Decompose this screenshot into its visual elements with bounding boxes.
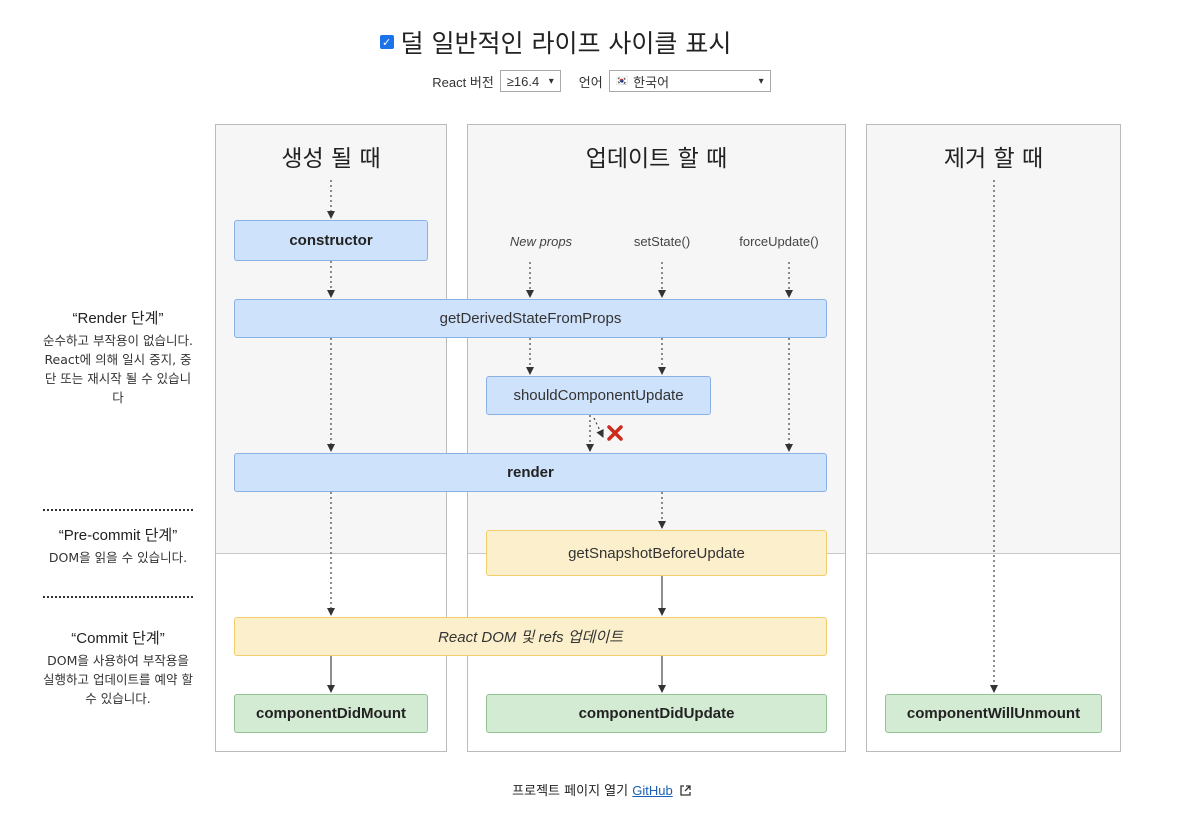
react-version-label: React 버전 xyxy=(432,74,494,90)
header-title-row: ✓ 덜 일반적인 라이프 사이클 표시 xyxy=(0,24,1203,60)
github-link[interactable]: GitHub xyxy=(632,783,673,798)
unmount-phase-divider xyxy=(867,553,1120,554)
controls-row: React 버전 ≥16.4 ▾ 언어 🇰🇷 한국어 ▾ xyxy=(0,70,1203,92)
language-select[interactable]: 🇰🇷 한국어 ▾ xyxy=(608,70,771,92)
update-column-title: 업데이트 할 때 xyxy=(585,146,728,172)
get-snapshot-box: getSnapshotBeforeUpdate xyxy=(486,530,827,576)
show-less-common-checkbox[interactable]: ✓ xyxy=(379,35,394,49)
chevron-down-icon: ▾ xyxy=(758,75,764,87)
react-dom-update-box: React DOM 및 refs 업데이트 xyxy=(234,617,827,656)
component-did-mount-box: componentDidMount xyxy=(234,694,428,733)
set-state-trigger: setState() xyxy=(633,233,691,249)
footer-text: 프로젝트 페이지 열기 xyxy=(512,784,629,799)
chevron-down-icon: ▾ xyxy=(548,75,554,87)
react-version-value: ≥16.4 xyxy=(506,73,540,89)
unmount-column: 제거 할 때 xyxy=(866,124,1121,752)
checkbox-label: 덜 일반적인 라이프 사이클 표시 xyxy=(400,29,732,58)
unmount-column-title: 제거 할 때 xyxy=(943,146,1044,172)
constructor-box: constructor xyxy=(234,220,428,261)
commit-phase-heading: “Commit 단계” xyxy=(71,630,165,647)
component-will-unmount-box: componentWillUnmount xyxy=(885,694,1102,733)
precommit-phase-heading: “Pre-commit 단계” xyxy=(58,527,178,544)
react-version-select[interactable]: ≥16.4 ▾ xyxy=(499,70,561,92)
force-update-trigger: forceUpdate() xyxy=(739,233,819,249)
arrow-scu-cancel xyxy=(593,417,604,438)
language-value: 한국어 xyxy=(633,74,670,90)
new-props-trigger: New props xyxy=(509,233,573,249)
korean-flag-icon: 🇰🇷 xyxy=(615,75,629,87)
mount-column-title: 생성 될 때 xyxy=(281,146,381,172)
phase-separator xyxy=(43,509,193,511)
language-label: 언어 xyxy=(578,74,603,90)
should-component-update-box: shouldComponentUpdate xyxy=(486,376,711,415)
render-phase-description: 순수하고 부작용이 없습니다. React에 의해 일시 중지, 중단 또는 재… xyxy=(43,333,193,405)
component-did-update-box: componentDidUpdate xyxy=(486,694,827,733)
cancel-x-icon xyxy=(607,425,623,441)
render-box: render xyxy=(234,453,827,492)
render-phase-heading: “Render 단계” xyxy=(72,310,164,327)
phase-separator xyxy=(43,596,193,598)
get-derived-state-box: getDerivedStateFromProps xyxy=(234,299,827,338)
precommit-phase-description: DOM을 읽을 수 있습니다. xyxy=(48,550,188,565)
external-link-icon xyxy=(680,785,691,796)
footer: 프로젝트 페이지 열기 GitHub xyxy=(0,780,1203,799)
commit-phase-description: DOM을 사용하여 부작용을 실행하고 업데이트를 예약 할 수 있습니다. xyxy=(43,653,193,706)
